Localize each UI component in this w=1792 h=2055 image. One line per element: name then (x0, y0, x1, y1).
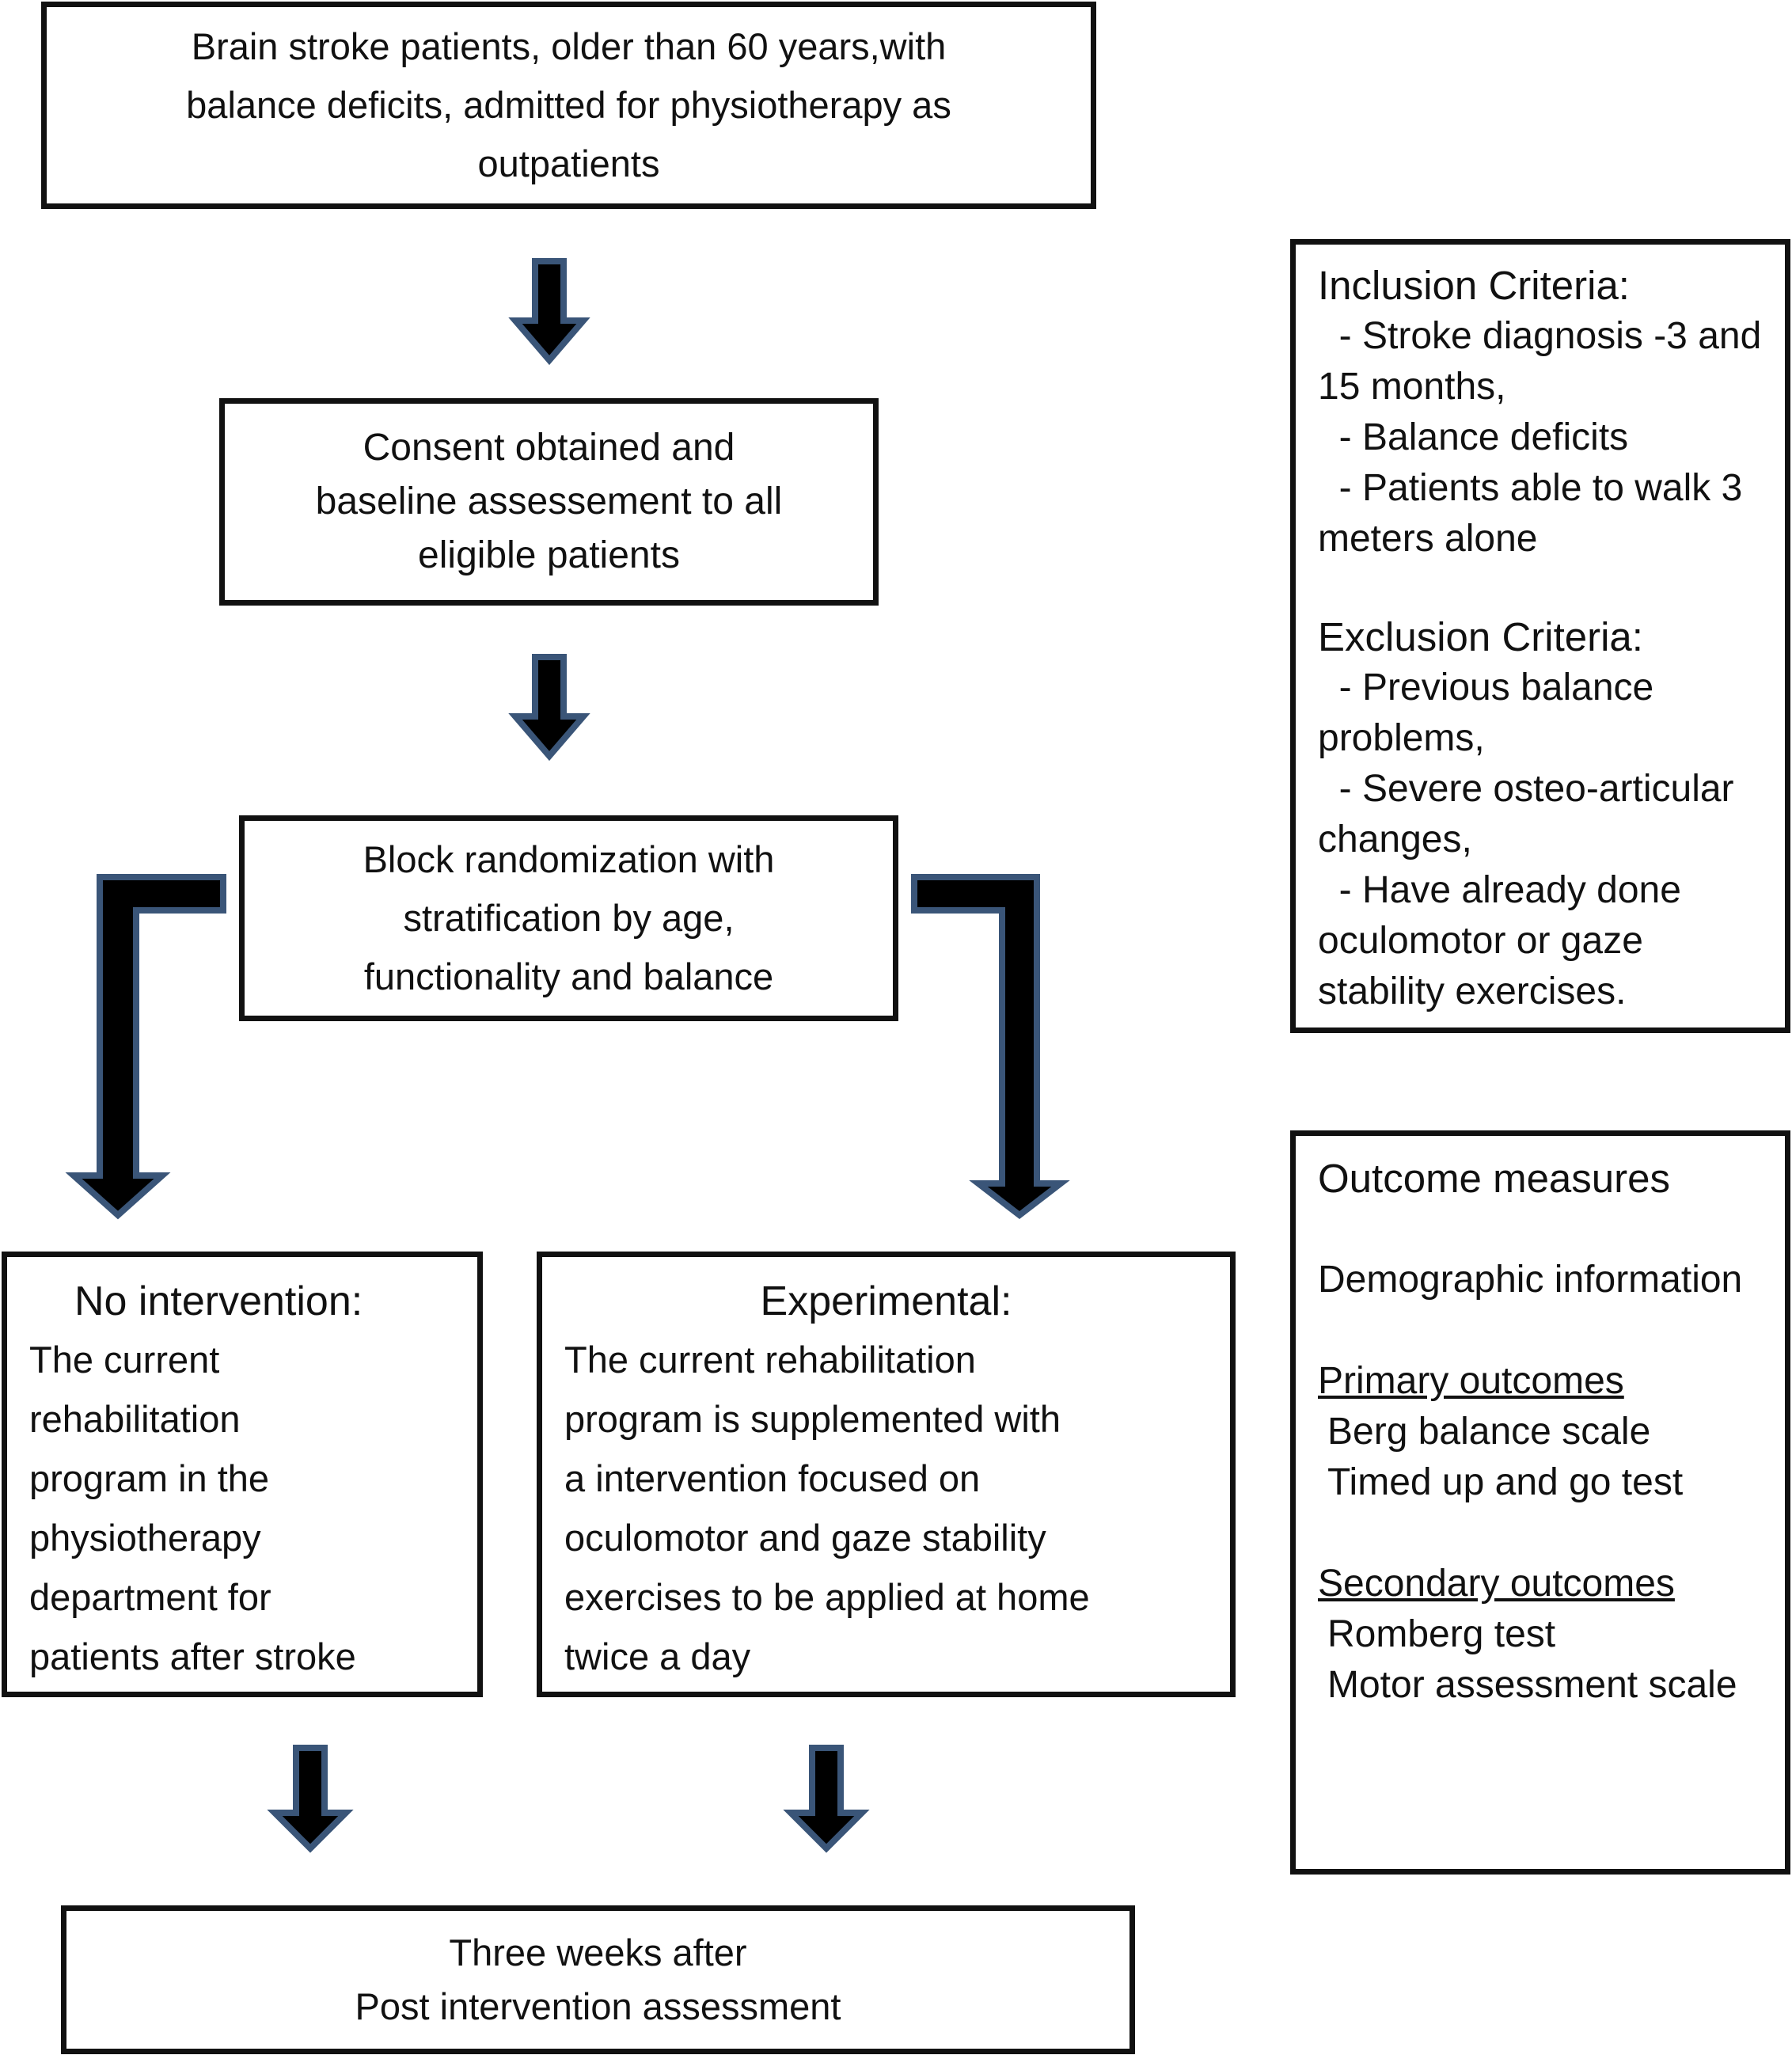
inclusion-line-1: - Stroke diagnosis -3 and (1318, 315, 1762, 357)
experimental-line-6: twice a day (564, 1635, 751, 1677)
criteria-spacer (1318, 564, 1785, 612)
outcome-title: Outcome measures (1318, 1156, 1671, 1201)
inclusion-line-2: 15 months, (1318, 366, 1506, 408)
exclusion-line-3: - Severe osteo-articular (1318, 768, 1734, 810)
no-intervention-line-2: rehabilitation (29, 1398, 241, 1440)
arrow-down-1 (508, 258, 590, 366)
outcome-box: Outcome measures Demographic information… (1290, 1130, 1790, 1875)
followup-line-1: Three weeks after (449, 1932, 747, 1973)
randomization-line-1: Block randomization with (363, 838, 775, 880)
criteria-box: Inclusion Criteria: - Stroke diagnosis -… (1290, 239, 1790, 1033)
exclusion-line-7: stability exercises. (1318, 971, 1627, 1012)
outcome-spacer-3 (1318, 1508, 1785, 1559)
experimental-line-3: a intervention focused on (564, 1457, 981, 1499)
patients-line-2: balance deficits, admitted for physiothe… (186, 84, 951, 126)
secondary-outcome-2: Motor assessment scale (1327, 1664, 1737, 1706)
experimental-title: Experimental: (760, 1278, 1012, 1324)
consent-line-1: Consent obtained and (363, 427, 735, 469)
patients-line-3: outpatients (477, 142, 660, 184)
experimental-body: The current rehabilitation program is su… (542, 1330, 1230, 1686)
secondary-outcome-1: Romberg test (1327, 1613, 1556, 1655)
arrow-down-noint (267, 1745, 354, 1853)
primary-outcomes-title: Primary outcomes (1318, 1360, 1624, 1402)
followup-line-2: Post intervention assessment (355, 1985, 841, 2027)
experimental-line-5: exercises to be applied at home (564, 1576, 1090, 1618)
inclusion-line-3: - Balance deficits (1318, 416, 1629, 458)
outcome-spacer-2 (1318, 1305, 1785, 1356)
consent-box: Consent obtained and baseline assessemen… (219, 398, 879, 606)
exclusion-title: Exclusion Criteria: (1318, 614, 1643, 659)
inclusion-line-5: meters alone (1318, 518, 1538, 560)
no-intervention-line-4: physiotherapy (29, 1517, 261, 1559)
no-intervention-box: No intervention: The current rehabilitat… (2, 1252, 483, 1697)
exclusion-line-6: oculomotor or gaze (1318, 920, 1643, 962)
exclusion-line-1: - Previous balance (1318, 667, 1654, 708)
randomization-line-2: stratification by age, (403, 897, 735, 939)
consent-line-3: eligible patients (418, 534, 680, 576)
no-intervention-line-3: program in the (29, 1457, 270, 1499)
followup-box: Three weeks after Post intervention asse… (61, 1905, 1135, 2054)
primary-outcome-2: Timed up and go test (1327, 1461, 1684, 1503)
arrow-elbow-left (65, 874, 226, 1220)
no-intervention-body: The current rehabilitation program in th… (7, 1330, 477, 1686)
no-intervention-line-1: The current (29, 1339, 220, 1381)
inclusion-title: Inclusion Criteria: (1318, 263, 1630, 308)
experimental-line-1: The current rehabilitation (564, 1339, 976, 1381)
experimental-line-2: program is supplemented with (564, 1398, 1061, 1440)
arrow-down-exp (783, 1745, 870, 1853)
patients-box: Brain stroke patients, older than 60 yea… (41, 2, 1096, 209)
secondary-outcomes-title: Secondary outcomes (1318, 1563, 1675, 1605)
randomization-box: Block randomization with stratification … (239, 815, 898, 1021)
experimental-box: Experimental: The current rehabilitation… (537, 1252, 1236, 1697)
no-intervention-line-6: patients after stroke (29, 1635, 356, 1677)
randomization-line-3: functionality and balance (363, 955, 774, 997)
primary-outcome-1: Berg balance scale (1327, 1411, 1651, 1453)
arrow-elbow-right (911, 874, 1070, 1220)
outcome-spacer-1 (1318, 1204, 1785, 1255)
demographic-info: Demographic information (1318, 1259, 1743, 1301)
inclusion-line-4: - Patients able to walk 3 (1318, 467, 1743, 509)
patients-line-1: Brain stroke patients, older than 60 yea… (191, 25, 947, 67)
exclusion-line-2: problems, (1318, 717, 1485, 759)
exclusion-line-5: - Have already done (1318, 869, 1681, 911)
no-intervention-line-5: department for (29, 1576, 271, 1618)
arrow-down-2 (508, 654, 590, 762)
exclusion-line-4: changes, (1318, 819, 1472, 860)
no-intervention-title: No intervention: (74, 1278, 363, 1324)
consent-line-2: baseline assessement to all (315, 481, 783, 522)
experimental-line-4: oculomotor and gaze stability (564, 1517, 1046, 1559)
